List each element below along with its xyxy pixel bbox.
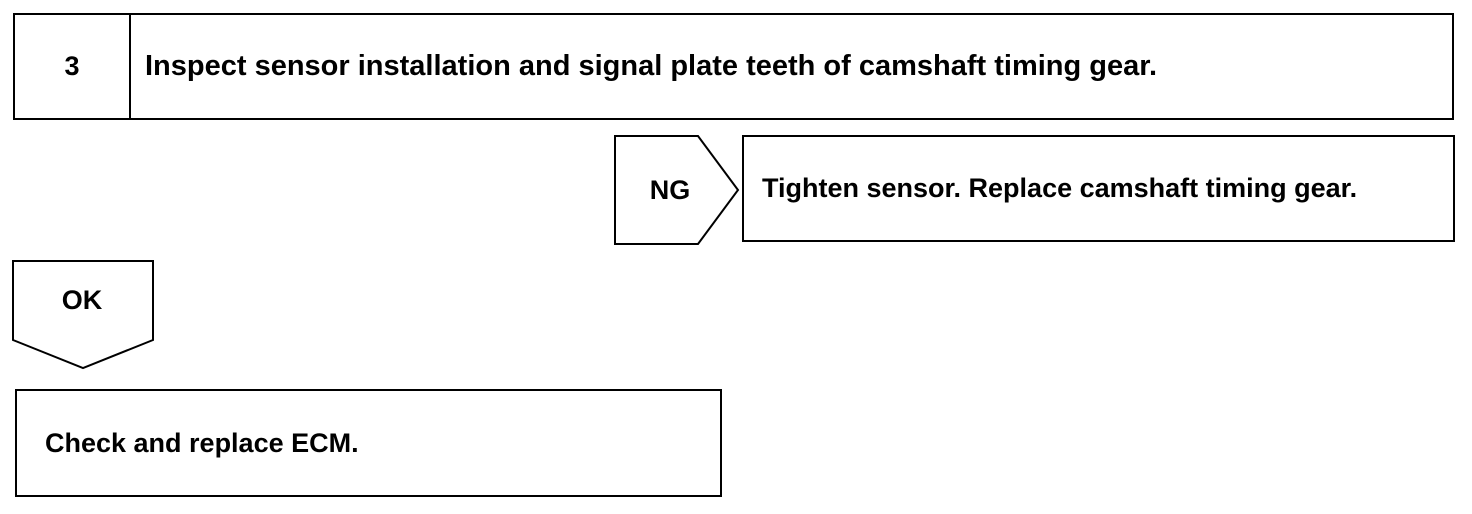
ok-action-box: Check and replace ECM.	[15, 389, 722, 497]
step-box: 3 Inspect sensor installation and signal…	[13, 13, 1454, 120]
step-divider	[129, 15, 131, 118]
ok-arrow-shape	[12, 260, 154, 370]
step-instruction: Inspect sensor installation and signal p…	[145, 50, 1157, 82]
ng-arrow-shape	[614, 135, 740, 245]
ok-action-text: Check and replace ECM.	[45, 427, 359, 458]
ng-action-box: Tighten sensor. Replace camshaft timing …	[742, 135, 1455, 242]
step-number: 3	[64, 51, 80, 81]
ng-label: NG	[649, 174, 691, 205]
ng-action-text: Tighten sensor. Replace camshaft timing …	[762, 173, 1358, 203]
ok-label: OK	[61, 284, 103, 315]
